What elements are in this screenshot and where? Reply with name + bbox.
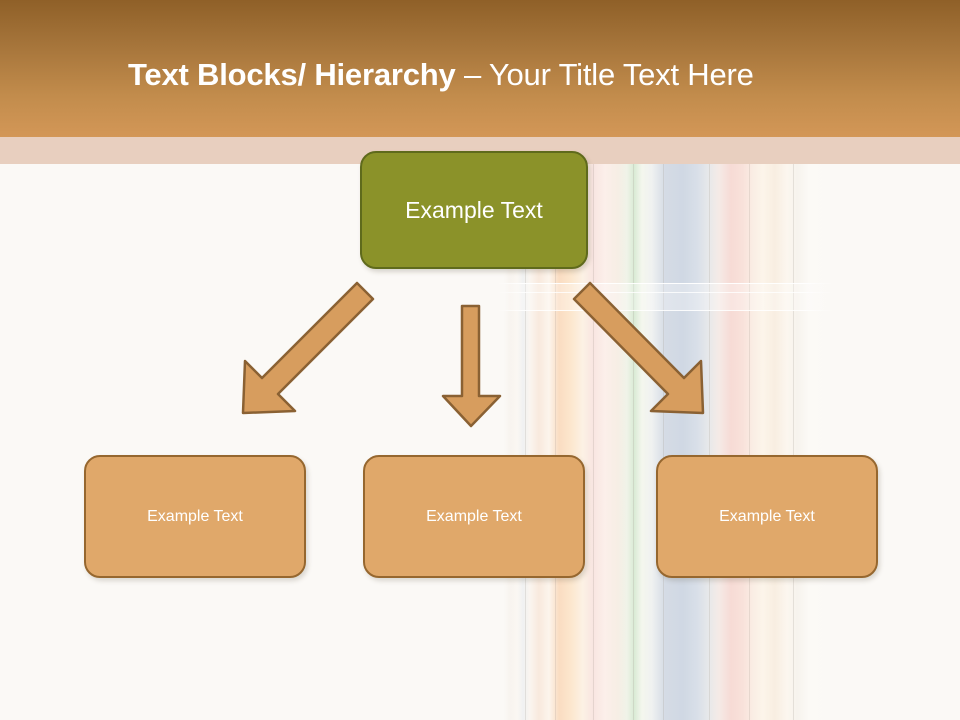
page-title-light: – Your Title Text Here [463,57,754,92]
arrow-left-icon [241,281,375,415]
straw-edge-line [749,0,750,720]
glass-rim-line-secondary [497,292,833,311]
hierarchy-parent-box[interactable]: Example Text [360,151,588,269]
straw-edge-line [555,0,556,720]
hierarchy-child-box-1[interactable]: Example Text [84,455,306,578]
hierarchy-child-label-2: Example Text [426,507,522,525]
title-banner [0,0,960,137]
page-title-bold: Text Blocks/ Hierarchy [128,57,464,92]
hierarchy-child-box-2[interactable]: Example Text [363,455,585,578]
page-title: Text Blocks/ Hierarchy – Your Title Text… [128,52,928,98]
hierarchy-parent-label: Example Text [405,196,543,223]
straw-edge-line [525,0,526,720]
arrow-center-icon [441,304,502,428]
straw-edge-line [709,0,710,720]
hierarchy-child-label-1: Example Text [147,507,243,525]
straw-edge-line [793,0,794,720]
hierarchy-child-box-3[interactable]: Example Text [656,455,878,578]
hierarchy-child-label-3: Example Text [719,507,815,525]
